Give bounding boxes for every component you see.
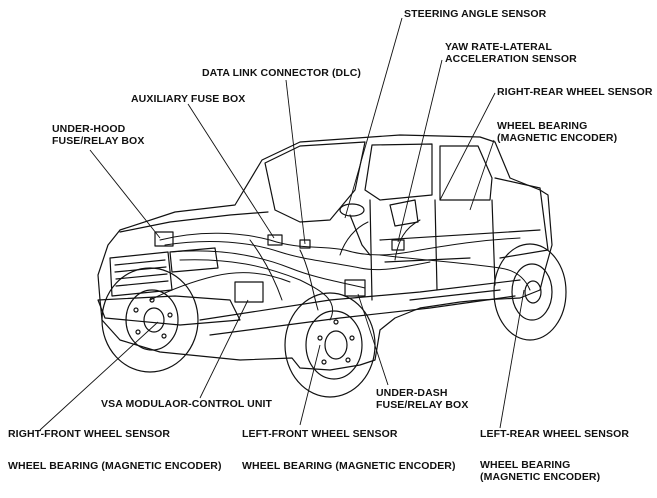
leader-right-front-sensor [39, 321, 159, 431]
yaw-rate-sensor-shape [391, 239, 405, 251]
headlight [169, 247, 219, 273]
under-hood-fuse-box-shape [154, 231, 174, 247]
leader-aux-fuse [187, 103, 275, 239]
steering-column [349, 214, 371, 256]
leader-left-front-sensor [299, 344, 321, 426]
label-left-front-wheel-sensor: LEFT-FRONT WHEEL SENSOR [242, 428, 398, 440]
label-lf-wheel-bearing: WHEEL BEARING (MAGNETIC ENCODER) [242, 460, 456, 472]
label-vsa-modulator-control-unit: VSA MODULAOR-CONTROL UNIT [101, 398, 273, 410]
leader-yaw-rate [397, 59, 443, 243]
leader-under-hood [89, 149, 161, 239]
leader-steering-angle [344, 17, 403, 219]
label-left-rear-wheel-sensor: LEFT-REAR WHEEL SENSOR [480, 428, 630, 440]
leader-under-dash [357, 293, 389, 386]
truck-body-outline [97, 134, 553, 371]
door-lines [369, 199, 496, 301]
hood-line [119, 211, 269, 233]
leader-left-rear-sensor [499, 289, 525, 429]
vsa-unit-shape [234, 281, 264, 303]
left-front-wheel [284, 292, 376, 398]
label-steering-angle-sensor: STEERING ANGLE SENSOR [404, 8, 547, 20]
left-rear-wheel [493, 243, 567, 341]
leader-rr-bearing [469, 139, 495, 211]
aux-fuse-box-shape [267, 234, 283, 246]
label-auxiliary-fuse-box: AUXILIARY FUSE BOX [131, 93, 246, 105]
label-right-rear-wheel-sensor: RIGHT-REAR WHEEL SENSOR [497, 86, 653, 98]
label-under-dash-fuse-box: UNDER-DASH FUSE/RELAY BOX [376, 387, 469, 411]
front-bumper [97, 295, 241, 326]
truck-bed [494, 177, 549, 259]
right-front-wheel [101, 267, 199, 373]
label-under-hood-fuse-box: UNDER-HOOD FUSE/RELAY BOX [52, 123, 145, 147]
wiring-harness [149, 219, 531, 321]
leader-right-rear-sensor [439, 92, 496, 201]
dlc-shape [299, 239, 311, 249]
label-right-front-wheel-sensor: RIGHT-FRONT WHEEL SENSOR [8, 428, 171, 440]
label-rf-wheel-bearing: WHEEL BEARING (MAGNETIC ENCODER) [8, 460, 222, 472]
label-dlc: DATA LINK CONNECTOR (DLC) [202, 67, 362, 79]
label-lr-wheel-bearing: WHEEL BEARING (MAGNETIC ENCODER) [480, 459, 601, 483]
frame-rail [199, 279, 521, 321]
windshield-outline [264, 141, 366, 223]
under-dash-fuse-box-shape [344, 279, 366, 297]
leader-vsa [199, 299, 249, 399]
side-mirror [389, 199, 419, 227]
label-yaw-rate-sensor: YAW RATE-LATERAL ACCELERATION SENSOR [445, 41, 577, 65]
front-door-window [364, 143, 433, 201]
rear-door-window [439, 145, 493, 201]
leader-dlc [285, 79, 306, 245]
label-rr-wheel-bearing: WHEEL BEARING (MAGNETIC ENCODER) [497, 120, 618, 144]
